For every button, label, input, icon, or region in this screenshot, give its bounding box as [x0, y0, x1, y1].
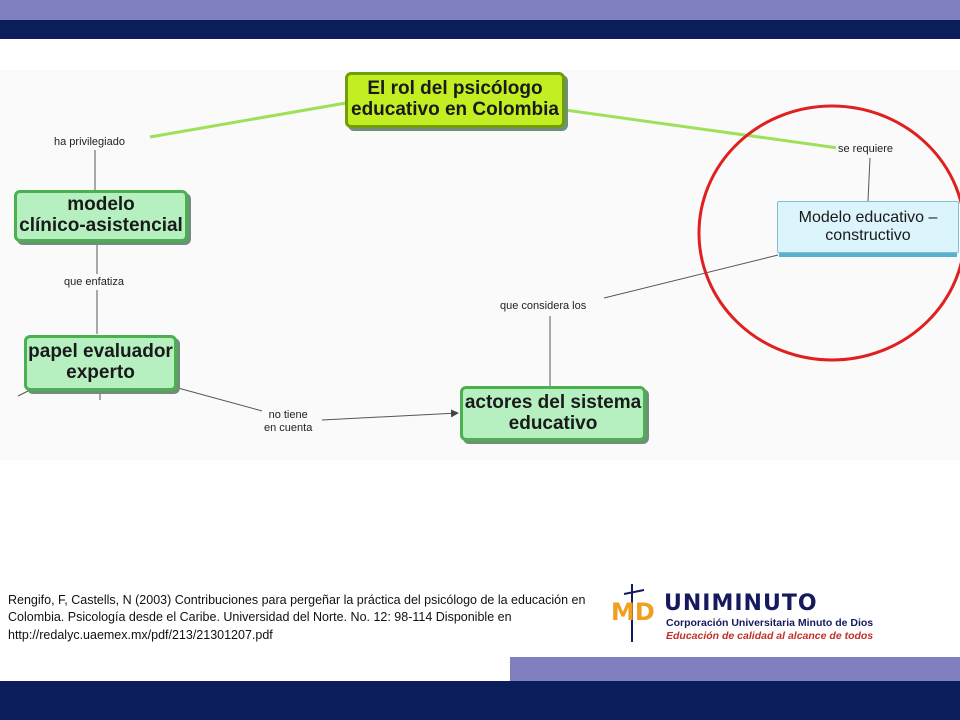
- link-educativo-considera: [603, 254, 779, 299]
- concept-title-text: El rol del psicólogo educativo en Colomb…: [351, 78, 559, 120]
- link-requiere-educativo: [867, 157, 871, 202]
- concept-actores-sistema-text: actores del sistema educativo: [464, 391, 642, 434]
- link-label-privilegiado: ha privilegiado: [52, 136, 127, 150]
- footer-band-dark: [0, 681, 960, 720]
- link-papel-notiene: [177, 387, 267, 413]
- link-offscreen-left: [17, 390, 29, 397]
- link-label-enfatiza: que enfatiza: [62, 276, 126, 290]
- highlight-circle: [697, 104, 960, 362]
- link-notiene-actores: [321, 409, 459, 421]
- concept-modelo-clinico: modelo clínico-asistencial: [14, 190, 188, 242]
- md-logo-mark-icon: MD: [611, 584, 655, 642]
- concept-modelo-clinico-text: modelo clínico-asistencial: [19, 194, 183, 236]
- logo-tagline-1: Corporación Universitaria Minuto de Dios: [666, 617, 874, 629]
- citation-text: Rengifo, F, Castells, N (2003) Contribuc…: [8, 593, 586, 642]
- footer-band-light: [510, 657, 960, 681]
- concept-papel-evaluador: papel evaluador experto: [24, 335, 177, 391]
- header-band-light: [0, 0, 960, 20]
- uniminuto-logo: MD UNIMINUTO Corporación Universitaria M…: [610, 580, 890, 646]
- logo-mark-text: MD: [611, 598, 655, 626]
- link-title-privilegiado: [149, 101, 347, 139]
- link-label-considera: que considera los: [498, 300, 589, 314]
- logo-tagline-2: Educación de calidad al alcance de todos: [666, 630, 874, 642]
- header-band-dark: [0, 20, 960, 39]
- logo-name: UNIMINUTO: [664, 591, 818, 616]
- link-label-notiene: no tiene en cuenta: [262, 409, 315, 436]
- concept-modelo-educativo: Modelo educativo – constructivo: [777, 201, 959, 253]
- concept-title: El rol del psicólogo educativo en Colomb…: [345, 72, 565, 128]
- concept-modelo-educativo-text: Modelo educativo – constructivo: [798, 209, 938, 244]
- concept-actores-sistema: actores del sistema educativo: [460, 386, 646, 441]
- link-label-requiere: se requiere: [836, 143, 896, 157]
- link-title-requiere: [564, 108, 839, 150]
- concept-papel-evaluador-text: papel evaluador experto: [28, 341, 173, 383]
